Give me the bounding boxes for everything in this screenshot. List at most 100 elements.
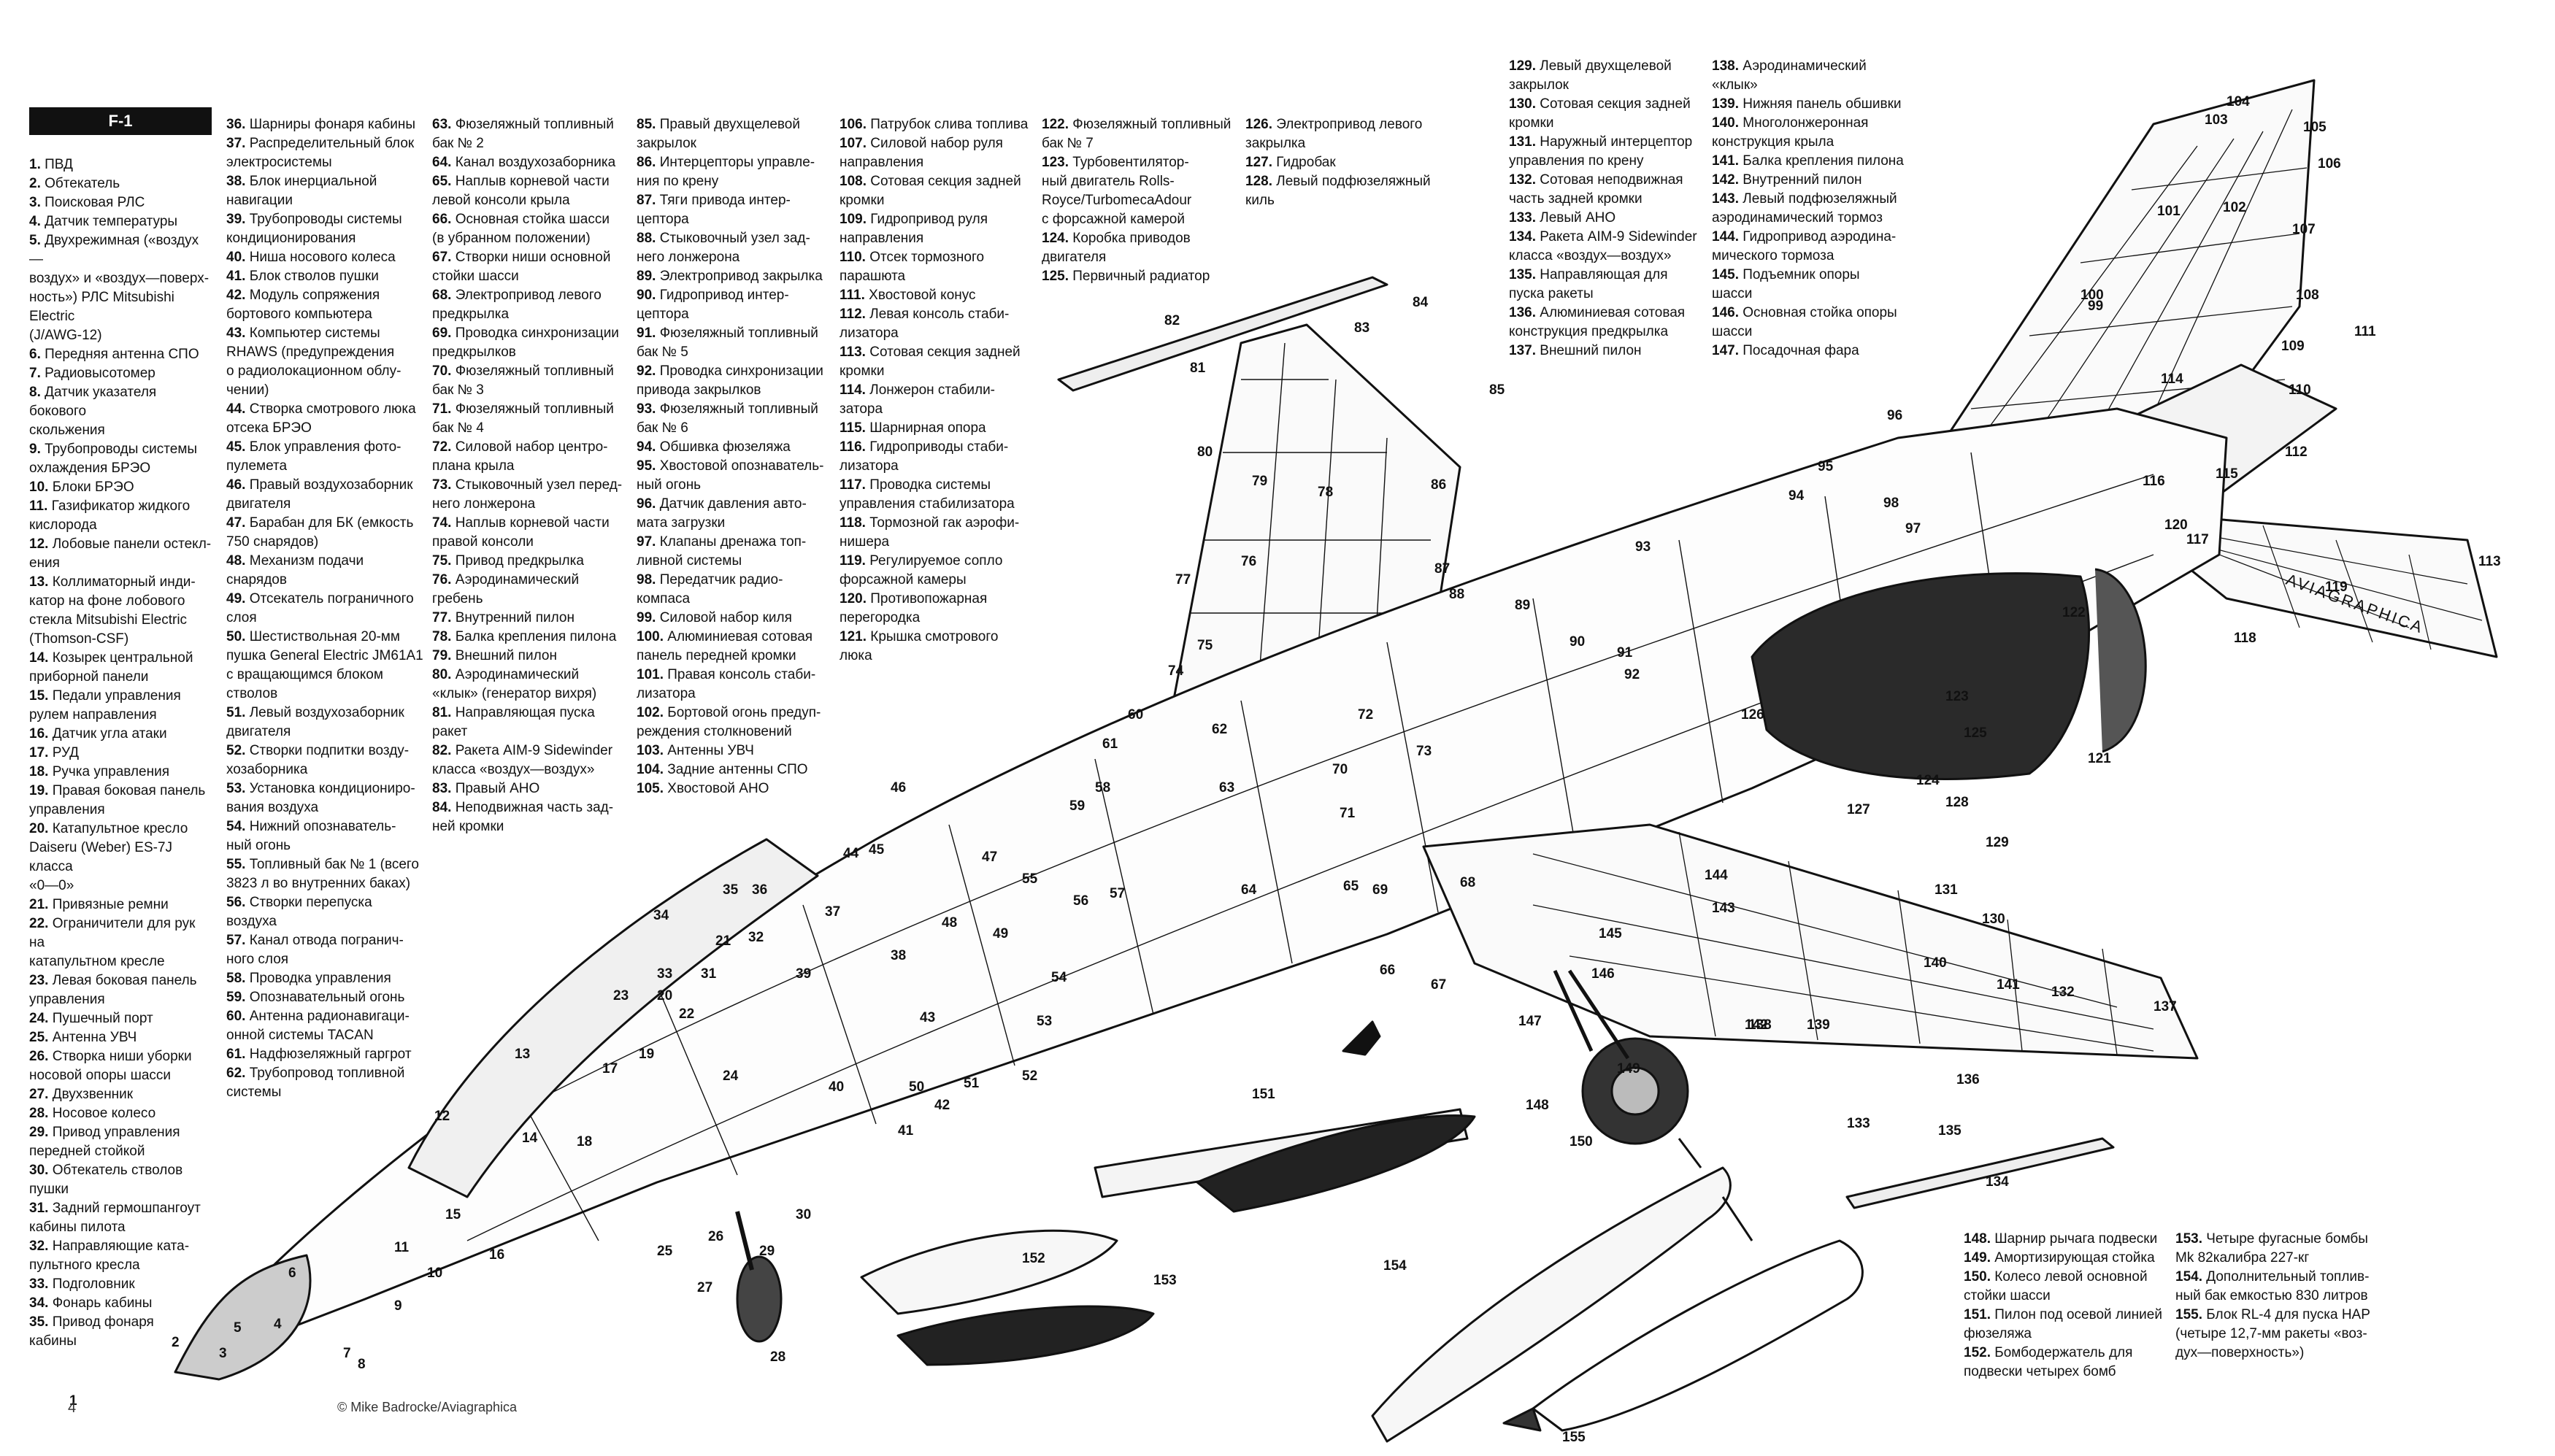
legend-item: 49. Отсекатель пограничного слоя	[226, 591, 414, 625]
callout-number: 102	[2223, 200, 2246, 215]
legend-item: 106. Патрубок слива топлива	[840, 117, 1029, 132]
legend-item: 95. Хвостовой опознаватель- ный огонь	[637, 458, 824, 493]
legend-item: 68. Электропривод левого предкрылка	[432, 288, 602, 322]
callout-number: 103	[2205, 112, 2228, 128]
legend-item: 88. Стыковочный узел зад- него лонжерона	[637, 231, 810, 265]
legend-item: 62. Трубопровод топливной системы	[226, 1066, 405, 1100]
callout-number: 21	[715, 933, 731, 949]
callout-number: 11	[394, 1240, 410, 1255]
legend-item: 122. Фюзеляжный топливный бак № 7	[1042, 117, 1232, 151]
legend-item: 90. Гидропривод интер- цептора	[637, 288, 789, 322]
legend-item: 27. Двухзвенник	[29, 1087, 134, 1102]
callout-number: 33	[657, 966, 672, 982]
callout-number: 7	[343, 1346, 351, 1361]
legend-item: 101. Правая консоль стаби- лизатора	[637, 667, 816, 701]
legend-item: 150. Колесо левой основной стойки шасси	[1964, 1269, 2148, 1303]
callout-number: 57	[1110, 886, 1125, 901]
callout-number: 47	[982, 850, 997, 865]
callout-number: 4	[274, 1317, 282, 1332]
callout-number: 142	[1745, 1017, 1768, 1033]
legend-item: 148. Шарнир рычага подвески	[1964, 1231, 2158, 1247]
legend-item: 42. Модуль сопряжения бортового компьюте…	[226, 288, 380, 322]
legend-item: 121. Крышка смотрового люка	[840, 629, 999, 663]
callout-number: 143	[1712, 901, 1735, 916]
callout-number: 99	[2088, 298, 2103, 314]
legend-item: 36. Шарниры фонаря кабины	[226, 117, 415, 132]
legend-item: 111. Хвостовой конус	[840, 288, 976, 303]
legend-item: 114. Лонжерон стабили- затора	[840, 382, 996, 417]
legend-item: 135. Направляющая для пуска ракеты	[1509, 267, 1668, 301]
callout-number: 81	[1190, 361, 1206, 376]
legend-item: 66. Основная стойка шасси (в убранном по…	[432, 212, 610, 246]
callout-number: 13	[515, 1047, 530, 1062]
callout-number: 52	[1022, 1068, 1037, 1084]
callout-number: 1	[69, 1393, 77, 1409]
legend-item: 4. Датчик температуры	[29, 214, 178, 229]
callout-number: 129	[1986, 835, 2009, 850]
callout-number: 39	[796, 966, 811, 982]
legend-item: 77. Внутренний пилон	[432, 610, 575, 625]
callout-number: 104	[2226, 94, 2250, 109]
callout-number: 27	[697, 1280, 712, 1295]
callout-number: 67	[1431, 977, 1446, 993]
callout-number: 121	[2088, 751, 2111, 766]
callout-number: 68	[1460, 875, 1475, 890]
callout-number: 72	[1358, 707, 1373, 723]
legend-item: 155. Блок RL-4 для пуска НАР (четыре 12,…	[2175, 1307, 2370, 1360]
callout-number: 5	[234, 1320, 242, 1336]
callout-number: 111	[2354, 324, 2376, 339]
callout-number: 71	[1340, 806, 1356, 821]
callout-number: 144	[1705, 868, 1728, 883]
callout-number: 82	[1164, 313, 1180, 328]
callout-number: 44	[843, 846, 859, 861]
legend-item: 6. Передняя антенна СПО	[29, 347, 199, 362]
legend-item: 25. Антенна УВЧ	[29, 1030, 137, 1045]
legend-item: 142. Внутренний пилон	[1712, 172, 1862, 188]
legend-item: 115. Шарнирная опора	[840, 420, 986, 436]
callout-number: 40	[829, 1079, 844, 1095]
callout-number: 69	[1372, 882, 1388, 898]
callout-number: 58	[1095, 780, 1110, 796]
legend-item: 116. Гидроприводы стаби- лизатора	[840, 439, 1009, 474]
legend-item: 84. Неподвижная часть зад- ней кромки	[432, 800, 614, 834]
callout-number: 139	[1807, 1017, 1830, 1033]
legend-item: 57. Канал отвода погранич- ного слоя	[226, 933, 404, 967]
callout-number: 154	[1383, 1258, 1407, 1274]
legend-item: 1. ПВД	[29, 157, 73, 172]
legend-item: 37. Распределительный блок электросистем…	[226, 136, 415, 170]
legend-item: 139. Нижняя панель обшивки	[1712, 96, 1902, 112]
callout-number: 45	[869, 842, 885, 858]
legend-item: 94. Обшивка фюзеляжа	[637, 439, 791, 455]
legend-item: 11. Газификатор жидкого кислорода	[29, 498, 191, 533]
legend-item: 5. Двухрежимная («воздух— воздух» и «воз…	[29, 233, 210, 343]
lower-sidewinder	[1845, 1137, 2115, 1209]
callout-number: 133	[1847, 1116, 1870, 1131]
legend-item: 134. Ракета AIM-9 Sidewinder класса «воз…	[1509, 229, 1697, 263]
callout-number: 28	[770, 1349, 785, 1365]
legend-item: 16. Датчик угла атаки	[29, 726, 167, 742]
callout-number: 43	[920, 1010, 935, 1025]
legend-item: 93. Фюзеляжный топливный бак № 6	[637, 401, 818, 436]
legend-item: 91. Фюзеляжный топливный бак № 5	[637, 326, 818, 360]
legend-item: 137. Внешний пилон	[1509, 343, 1642, 358]
callout-number: 26	[708, 1229, 723, 1244]
legend-item: 74. Наплыв корневой части правой консоли	[432, 515, 610, 550]
callout-number: 38	[891, 948, 906, 963]
bomb-3	[896, 1305, 1155, 1366]
legend-item: 30. Обтекатель стволов пушки	[29, 1163, 183, 1197]
callout-number: 49	[993, 926, 1008, 941]
legend-item: 55. Топливный бак № 1 (всего 3823 л во в…	[226, 857, 419, 891]
legend-item: 112. Левая консоль стаби- лизатора	[840, 307, 1010, 341]
callout-number: 113	[2478, 554, 2501, 569]
callout-number: 134	[1986, 1174, 2009, 1190]
callout-number: 131	[1934, 882, 1958, 898]
legend-item: 131. Наружный интерцептор управления по …	[1509, 134, 1693, 169]
legend-item: 149. Амортизирующая стойка	[1964, 1250, 2155, 1266]
callout-number: 119	[2325, 579, 2348, 595]
callout-number: 16	[489, 1247, 504, 1263]
legend-item: 113. Сотовая секция задней кромки	[840, 344, 1021, 379]
callout-number: 118	[2234, 631, 2256, 646]
callout-number: 79	[1252, 474, 1267, 489]
